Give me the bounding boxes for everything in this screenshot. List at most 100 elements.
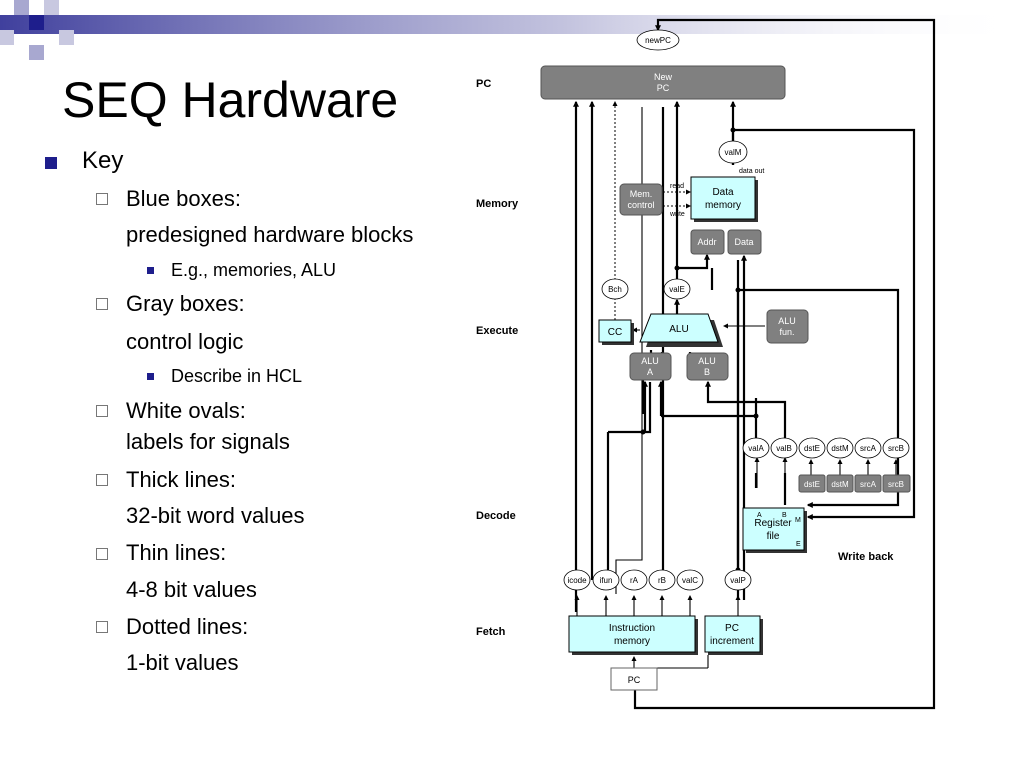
srcb-control-label: srcB [888,480,904,489]
vale-signal-label: valE [669,285,685,294]
bullet-blue-label: Blue boxes: [126,186,241,211]
rb-signal-label: rB [658,576,666,585]
vala-signal-oval [742,437,770,459]
mem-control-label: control [627,200,654,210]
stage-label-pc: PC [476,78,491,90]
alu-b-block: ALU B [686,352,729,381]
junction-dot [753,413,759,419]
alu-b-label: B [704,367,710,377]
data-select-label: Data [734,237,753,247]
addr-label: Addr [697,237,716,247]
read-signal-label: read [670,183,684,190]
bullet-blue-example: E.g., memories, ALU [171,260,337,280]
ra-signal-oval [620,569,648,591]
pc-increment-label: PC [725,623,739,634]
cc-label: CC [608,327,622,338]
pc-register-block: PC [610,667,658,691]
bullet-thin-desc: 4-8 bit values [126,577,257,602]
bullet-small-square-icon [147,267,154,274]
corner-square [44,0,59,15]
valc-signal-label: valC [682,576,698,585]
srcb-signal-oval [882,437,910,459]
data-memory-label: memory [705,200,741,211]
bch-signal-label: Bch [608,285,622,294]
dstm-control-label: dstM [831,480,849,489]
alu-a-label: A [647,367,653,377]
vala-to-alua-wire [661,414,758,440]
vale-to-addr-wire [677,253,710,270]
junction-dot [674,265,680,271]
srca-control-label: srcA [860,480,877,489]
icode-signal-oval [563,569,591,591]
bullet-hollow-square-icon [96,193,108,205]
addr-block: Addr [690,229,725,255]
bch-signal-oval [601,278,629,300]
corner-square [59,30,74,45]
alu-a-label: ALU [641,356,659,366]
register-file-label: file [767,531,780,542]
dste-control-block: dstE [798,474,826,493]
pc-increment-block: PC increment [704,615,763,655]
slide-title: SEQ Hardware [62,72,399,128]
bullet-hollow-square-icon [96,405,108,417]
ra-signal-label: rA [630,576,639,585]
valp-signal-oval [724,569,752,591]
newpc-feedback-wire [633,18,936,710]
bullet-hollow-square-icon [96,548,108,560]
bullet-gray-desc: control logic [126,329,244,354]
regfile-port-e: E [796,541,801,548]
srca-signal-oval [854,437,882,459]
corner-square [0,30,14,45]
ifun-thin-wire [615,107,643,594]
pc-increment-label: increment [710,636,754,647]
bullet-thin-label: Thin lines: [126,540,227,565]
bullet-dotted-desc: 1-bit values [126,650,239,675]
bullet-small-square-icon [147,373,154,380]
alu-label: ALU [669,324,688,335]
register-file-label: Register [754,518,792,529]
data-select-block: Data [727,229,762,255]
bullet-gray-label: Gray boxes: [126,291,245,316]
corner-square [29,45,44,60]
valm-signal-label: valM [725,148,742,157]
junction-dot [735,287,741,293]
bullet-hollow-square-icon [96,474,108,486]
bullet-thick-desc: 32-bit word values [126,503,305,528]
alua-in-wire-top [608,382,652,434]
bullet-key: Key [82,147,124,174]
vala-signal-label: valA [748,444,764,453]
instruction-memory-block: Instruction memory [568,615,698,655]
bullet-ovals-label: White ovals: [126,398,246,423]
vale-writeback-wire [736,288,900,597]
new-pc-label: PC [657,83,670,93]
instruction-memory-label: Instruction [609,623,655,634]
valm-signal-oval [718,140,748,164]
alu-fun-label: fun. [779,327,794,337]
corner-square [29,15,44,30]
valc-signal-oval [676,569,704,591]
regfile-port-a: A [757,512,762,519]
bullet-thick-label: Thick lines: [126,467,237,492]
srca-control-block: srcA [854,474,882,493]
dste-signal-label: dstE [804,444,820,453]
stage-label-decode: Decode [476,510,516,522]
alu-a-block: ALU A [629,352,672,381]
valp-signal-label: valP [730,576,746,585]
data-out-label: data out [739,168,764,175]
new-pc-block: New PC [540,65,786,100]
junction-dot [730,127,736,133]
srca-signal-label: srcA [860,444,877,453]
valb-signal-oval [770,437,798,459]
dstm-signal-label: dstM [831,444,849,453]
bullet-blue-desc: predesigned hardware blocks [126,222,414,247]
rb-signal-oval [648,569,676,591]
stage-label-memory: Memory [476,198,519,210]
cc-block: CC [598,319,634,345]
dstm-signal-oval [826,437,854,459]
ifun-signal-label: ifun [600,576,613,585]
corner-square [14,0,29,15]
regfile-port-b: B [782,512,787,519]
newpc-signal-label: newPC [645,36,671,45]
icode-signal-label: icode [567,576,587,585]
